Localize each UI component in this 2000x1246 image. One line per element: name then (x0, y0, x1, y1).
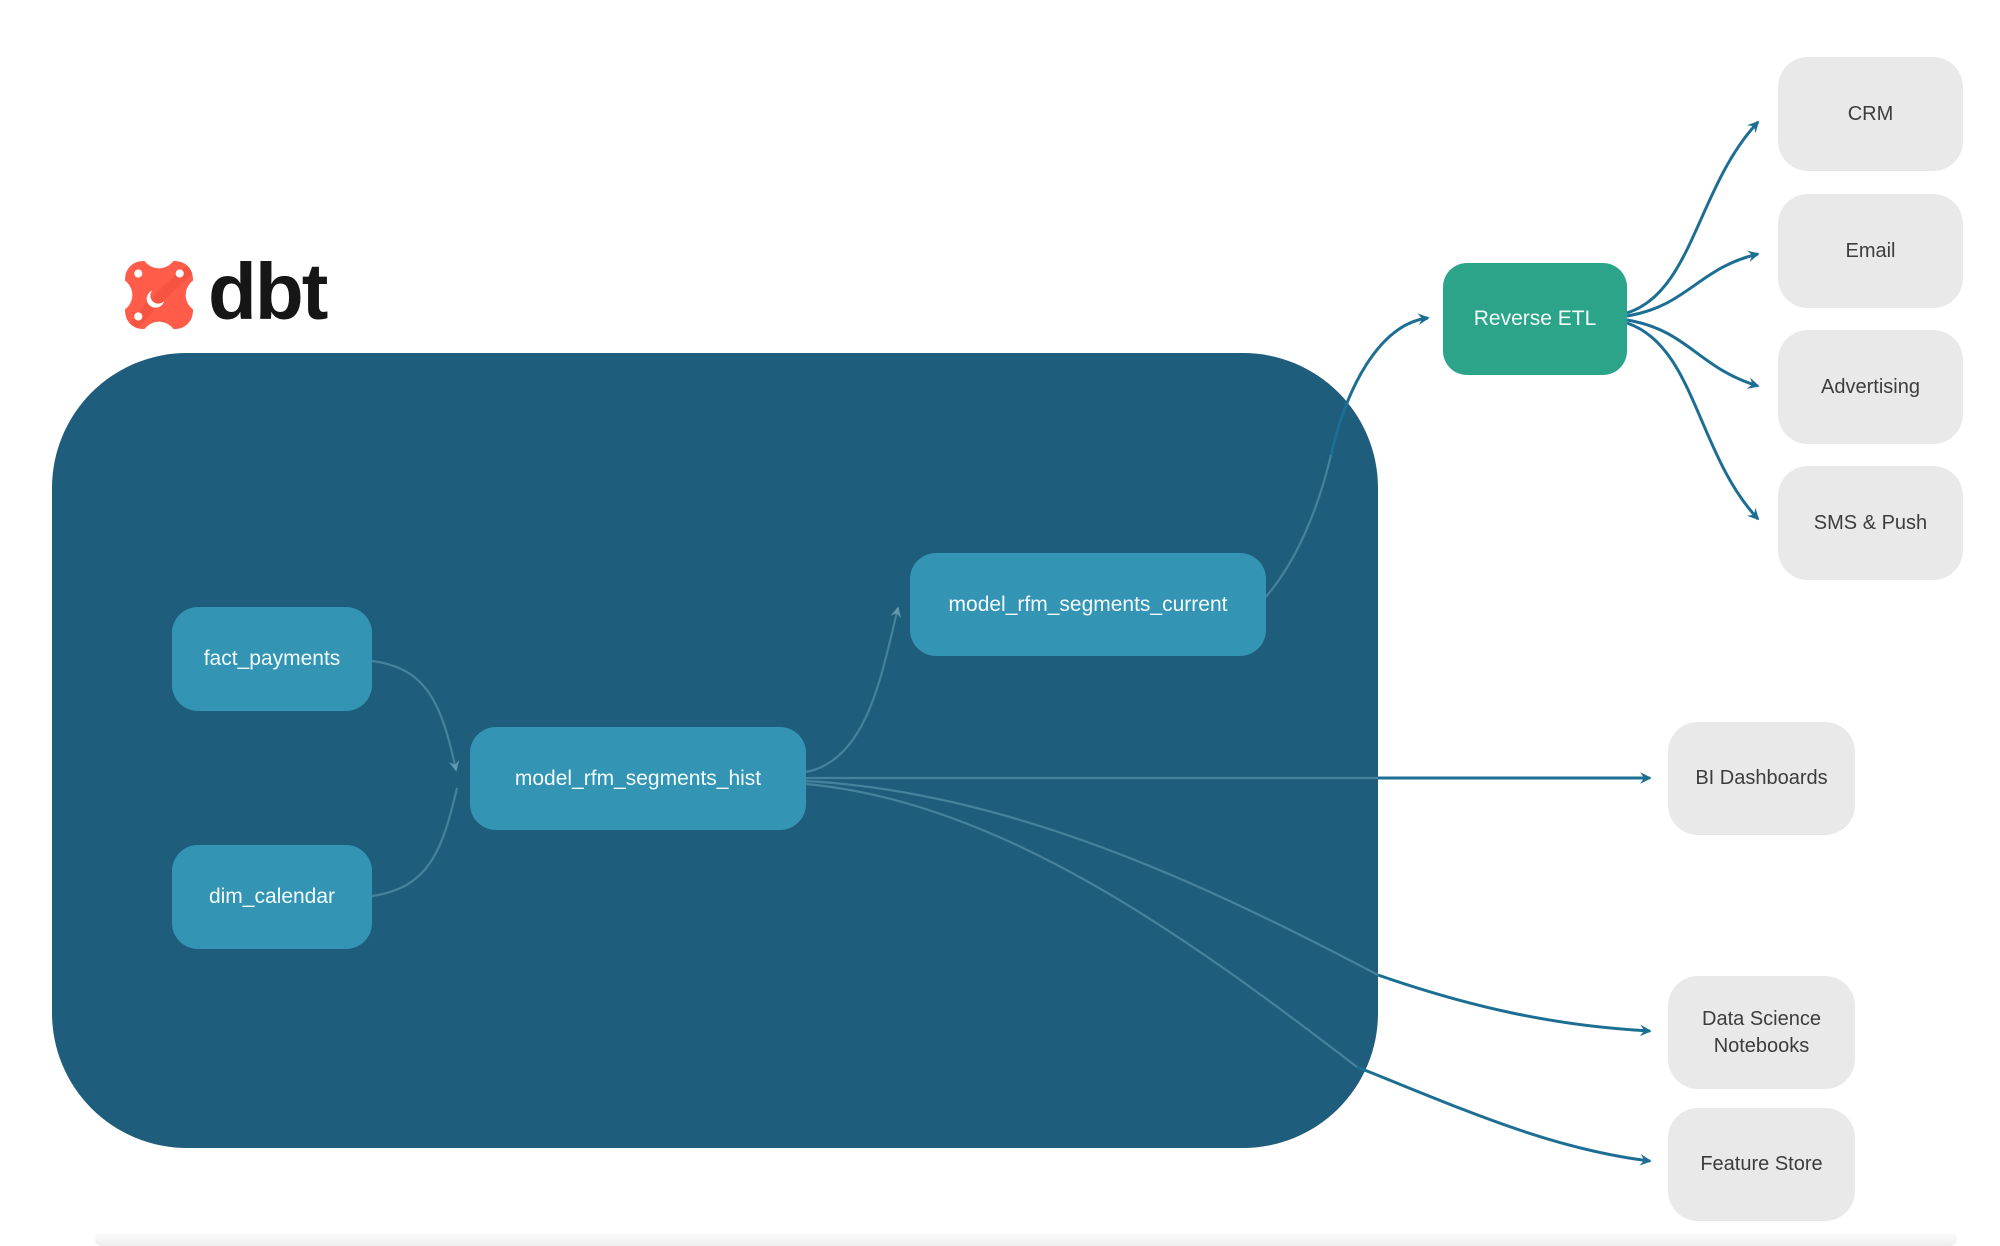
node-model-rfm-segments-current: model_rfm_segments_current (910, 553, 1266, 656)
node-fact-payments: fact_payments (172, 607, 372, 711)
edge-reverse-etl-to-email (1626, 250, 1760, 318)
node-dim-calendar-label: dim_calendar (208, 885, 336, 908)
bottom-page-edge (95, 1233, 1957, 1246)
target-data-science-notebooks: Data Science Notebooks (1668, 976, 1855, 1089)
target-advertising-label: Advertising (1821, 375, 1920, 398)
target-bi-dashboards-label: BI Dashboards (1695, 767, 1828, 789)
target-crm: CRM (1778, 57, 1963, 171)
target-feature-store-label: Feature Store (1700, 1153, 1823, 1175)
node-reverse-etl-label: Reverse ETL (1473, 307, 1597, 330)
node-model-rfm-segments-hist: model_rfm_segments_hist (470, 727, 806, 830)
edge-reverse-etl-to-sms-push (1626, 321, 1760, 521)
node-model-rfm-segments-current-label: model_rfm_segments_current (948, 592, 1228, 616)
edge-reverse-etl-to-advertising (1626, 318, 1760, 389)
edge-hist-to-feature-store (1356, 1065, 1652, 1166)
target-feature-store: Feature Store (1668, 1108, 1855, 1221)
target-sms-push-label: SMS & Push (1813, 511, 1928, 534)
target-crm-label: CRM (1847, 102, 1894, 125)
target-data-science-notebooks-label: Data Science Notebooks (1702, 1007, 1821, 1057)
target-bi-dashboards: BI Dashboards (1668, 722, 1855, 835)
target-advertising: Advertising (1778, 330, 1963, 444)
target-email: Email (1778, 194, 1963, 308)
edge-reverse-etl-to-crm (1626, 120, 1760, 315)
target-sms-push: SMS & Push (1778, 466, 1963, 580)
dbt-logo: dbt (122, 247, 328, 338)
node-model-rfm-segments-hist-label: model_rfm_segments_hist (514, 766, 762, 790)
dbt-wordmark: dbt (208, 247, 328, 336)
node-fact-payments-label: fact_payments (203, 647, 341, 670)
dbt-logo-icon (124, 260, 194, 330)
edge-hist-to-notebooks (1377, 973, 1652, 1037)
node-reverse-etl: Reverse ETL (1443, 263, 1627, 375)
target-email-label: Email (1845, 239, 1896, 262)
node-dim-calendar: dim_calendar (172, 845, 372, 949)
